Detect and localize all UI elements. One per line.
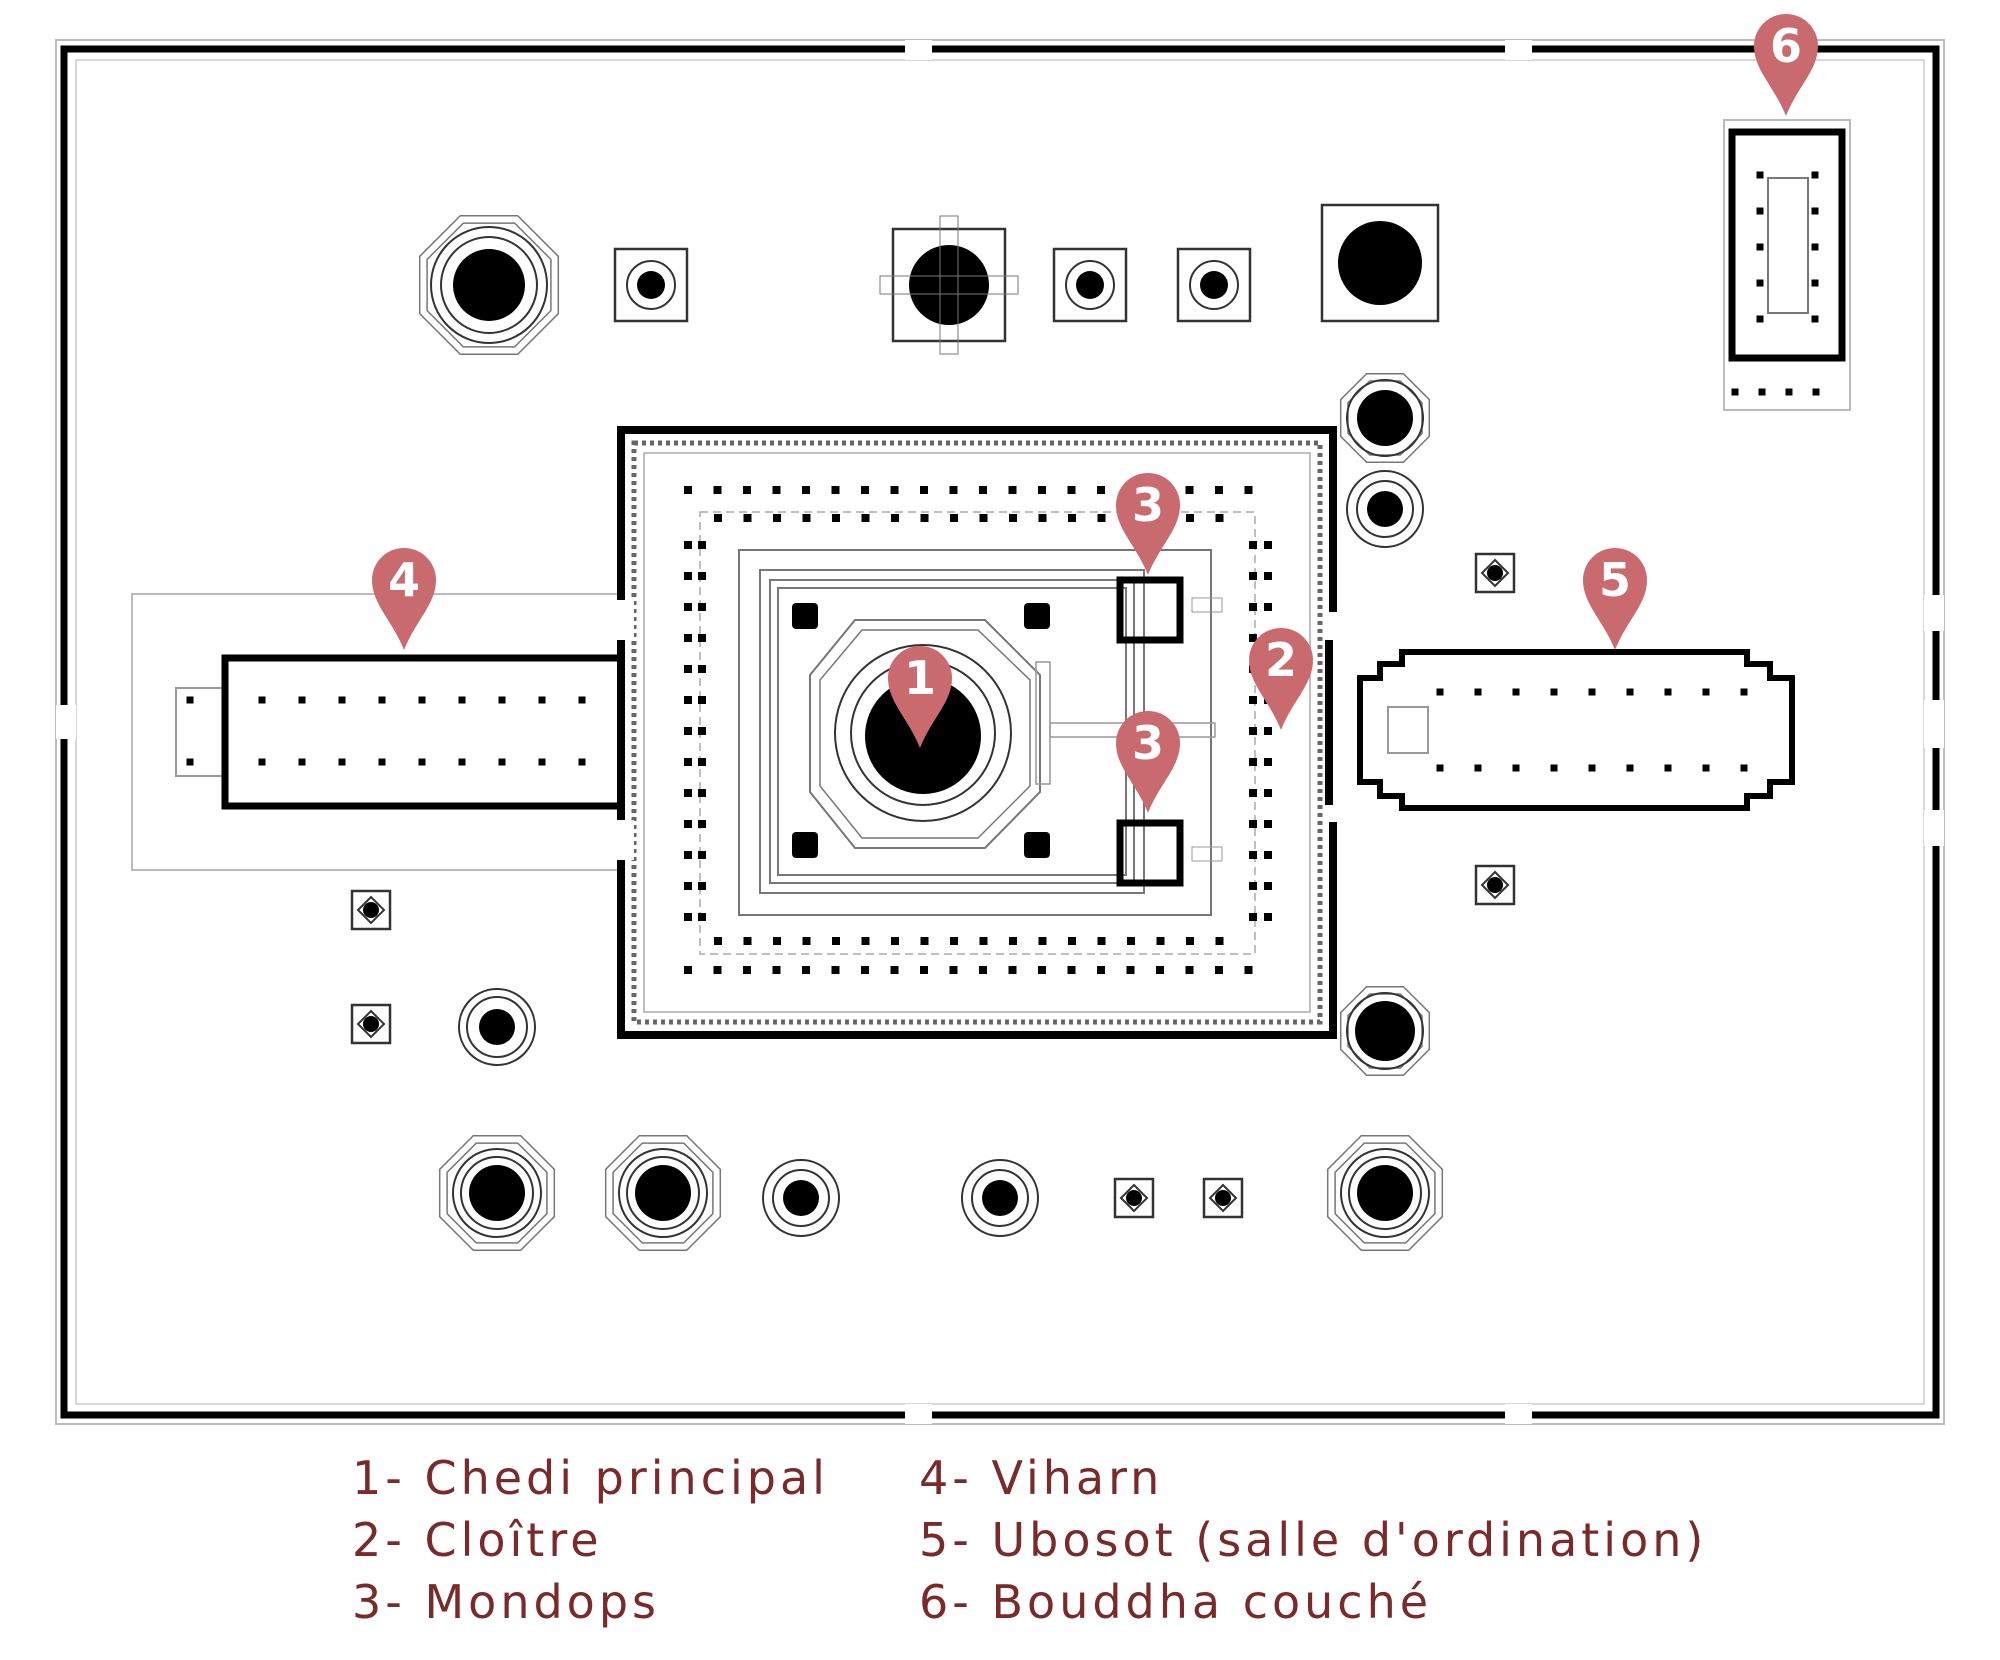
small-stupa xyxy=(1202,1177,1244,1219)
ubosot-building xyxy=(1357,649,1795,811)
viharn-building xyxy=(131,593,684,871)
legend-item-1: 1- Chedi principal xyxy=(352,1451,829,1505)
small-stupa xyxy=(1474,552,1516,594)
mondop-north xyxy=(1116,576,1184,644)
outer-enclosure-wall xyxy=(55,39,1945,1425)
marker-cloitre[interactable]: 2 xyxy=(1249,628,1313,730)
marker-number: 2 xyxy=(1265,633,1297,687)
mondop-south xyxy=(1116,819,1184,887)
marker-mondop-north[interactable]: 3 xyxy=(1116,473,1180,575)
small-stupa xyxy=(1113,1177,1155,1219)
legend-item-2: 2- Cloître xyxy=(352,1513,603,1567)
secondary-chedi xyxy=(961,1159,1039,1237)
small-stupa xyxy=(350,1003,392,1045)
legend-column-2: 4- Viharn 5- Ubosot (salle d'ordination)… xyxy=(919,1447,1707,1633)
secondary-chedi xyxy=(1339,372,1431,464)
secondary-chedi xyxy=(438,1134,556,1252)
secondary-chedi xyxy=(879,215,1019,355)
marker-ubosot[interactable]: 5 xyxy=(1583,548,1647,650)
secondary-chedi xyxy=(1339,985,1431,1077)
secondary-chedi xyxy=(1176,247,1252,323)
secondary-chedi xyxy=(1326,1134,1444,1252)
secondary-chedi xyxy=(458,988,536,1066)
small-stupa xyxy=(350,889,392,931)
marker-viharn[interactable]: 4 xyxy=(372,548,436,650)
secondary-chedi xyxy=(762,1159,840,1237)
marker-number: 1 xyxy=(904,651,936,705)
marker-number: 4 xyxy=(388,553,420,607)
legend-item-4: 4- Viharn xyxy=(919,1451,1164,1505)
legend-column-1: 1- Chedi principal 2- Cloître 3- Mondops xyxy=(352,1447,829,1633)
secondary-chedi xyxy=(418,214,560,356)
marker-number: 3 xyxy=(1132,716,1164,770)
legend-item-6: 6- Bouddha couché xyxy=(919,1575,1433,1629)
marker-bouddha-couche[interactable]: 6 xyxy=(1754,14,1818,116)
legend-item-5: 5- Ubosot (salle d'ordination) xyxy=(919,1513,1708,1567)
bouddha-couche-building xyxy=(1723,119,1851,411)
marker-mondop-south[interactable]: 3 xyxy=(1116,711,1180,813)
secondary-chedi xyxy=(604,1134,722,1252)
secondary-chedi xyxy=(1346,470,1424,548)
secondary-chedi xyxy=(1320,203,1440,323)
marker-number: 6 xyxy=(1770,19,1802,73)
marker-number: 3 xyxy=(1132,478,1164,532)
legend-item-3: 3- Mondops xyxy=(352,1575,660,1629)
small-stupa xyxy=(1474,864,1516,906)
secondary-chedi xyxy=(1052,247,1128,323)
cloitre-gallery xyxy=(614,426,1345,1039)
marker-chedi-principal[interactable]: 1 xyxy=(888,646,952,748)
marker-number: 5 xyxy=(1599,553,1631,607)
secondary-chedi xyxy=(613,247,689,323)
